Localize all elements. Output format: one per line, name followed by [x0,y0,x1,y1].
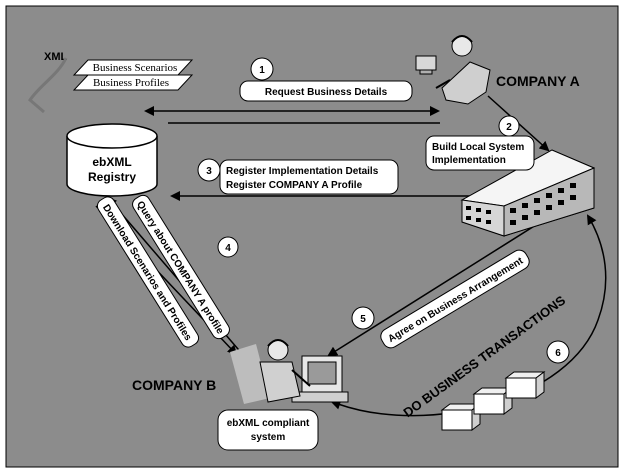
svg-text:3: 3 [206,166,212,177]
xml-label: XML [44,51,68,63]
step-2-badge: 2 [498,115,520,137]
compliant-system-line1: ebXML compliant [227,418,310,429]
company-b-label: COMPANY B [132,377,216,393]
arrow-business-transactions [330,214,607,417]
doc-business-scenarios: Business Scenarios [93,62,178,74]
svg-text:2: 2 [506,122,512,133]
step-5-badge: 5 [351,306,375,330]
step-2-label-box: Build Local System Implementation [425,135,535,171]
step-3-text-line2: Register COMPANY A Profile [226,180,363,191]
step-3-label-box: Register Implementation Details Register… [219,159,399,195]
step-1-text: Request Business Details [265,87,388,98]
doc-business-profiles: Business Profiles [93,77,169,89]
compliant-system-line2: system [251,432,286,443]
compliant-system-label-box: ebXML compliant system [217,409,319,451]
transaction-boxes-icon [440,371,546,431]
registry-cylinder: ebXML Registry [66,123,158,197]
step-4-badge: 4 [217,236,239,258]
document-stack: Business Scenarios Business Profiles [72,59,194,91]
step-6-badge: 6 [546,340,570,364]
xml-connector-line [28,57,68,114]
step-3-text-line1: Register Implementation Details [226,166,379,177]
registry-label-line1: ebXML [92,155,131,169]
step-2-text-line1: Build Local System [432,142,524,153]
company-b-person-icon [230,339,349,404]
company-a-person-icon [415,35,491,105]
company-a-building-icon [460,149,596,237]
step-3-badge: 3 [197,158,221,182]
svg-text:4: 4 [225,243,231,254]
svg-text:6: 6 [555,348,561,359]
registry-label-line2: Registry [88,170,136,184]
svg-text:1: 1 [259,65,265,76]
company-a-label: COMPANY A [496,73,580,89]
step-2-text-line2: Implementation [432,155,506,166]
svg-text:5: 5 [360,314,366,325]
step-1-badge: 1 [250,57,274,81]
step-1-label-box: Request Business Details [239,80,413,102]
